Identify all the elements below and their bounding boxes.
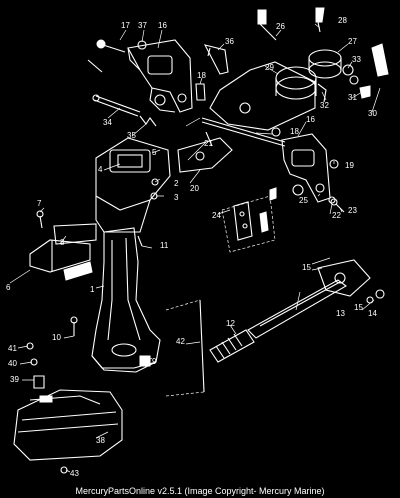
screw-2 (151, 178, 159, 186)
callout-27: 27 (348, 37, 357, 46)
grease-fitting-28 (315, 7, 325, 33)
callout-5: 5 (152, 148, 157, 157)
tab-wedge (63, 261, 93, 281)
swivel-bracket-right (281, 133, 331, 203)
swivel-housing-4 (95, 137, 171, 233)
screw-9 (139, 355, 151, 367)
callout-4: 4 (98, 165, 103, 174)
callout-18: 18 (197, 71, 206, 80)
bolt-36 (203, 44, 229, 75)
grip-12 (209, 329, 255, 363)
callout-1: 1 (90, 285, 95, 294)
callout-15b: 15 (354, 303, 363, 312)
callout-32: 32 (320, 101, 329, 110)
lower-cowl-38 (13, 389, 123, 461)
bolt-17 (96, 39, 126, 53)
callout-22: 22 (332, 211, 341, 220)
callout-40: 40 (8, 359, 17, 368)
callout-20: 20 (190, 184, 199, 193)
bushing-18b (271, 127, 281, 137)
rod-34 (87, 59, 141, 117)
callout-2: 2 (174, 179, 179, 188)
callout-31: 31 (348, 93, 357, 102)
callout-17: 17 (121, 21, 130, 30)
callout-8: 8 (60, 238, 65, 247)
callout-42: 42 (176, 337, 185, 346)
plug-39 (33, 375, 45, 389)
callout-33: 33 (352, 55, 361, 64)
knob-31 (359, 85, 371, 99)
pin-11 (137, 235, 143, 247)
screw-32 (317, 83, 327, 103)
leader-lines (9, 23, 381, 473)
callout-13: 13 (336, 309, 345, 318)
handle-bracket-15 (317, 259, 371, 297)
callout-labels: 17 37 16 36 26 28 27 33 31 30 32 29 18 3… (6, 16, 377, 478)
callout-38: 38 (96, 436, 105, 445)
callout-16b: 16 (306, 115, 315, 124)
bushing-18 (195, 83, 206, 101)
callout-30: 30 (368, 109, 377, 118)
callout-41: 41 (8, 344, 17, 353)
callout-6: 6 (6, 283, 11, 292)
pin-42 (165, 299, 205, 397)
spring-35 (139, 115, 157, 127)
callout-3: 3 (174, 193, 179, 202)
callout-29: 29 (265, 63, 274, 72)
callout-28: 28 (338, 16, 347, 25)
callout-23: 23 (348, 206, 357, 215)
callout-15: 15 (302, 263, 311, 272)
callout-11: 11 (160, 241, 169, 250)
callout-18b: 18 (290, 127, 299, 136)
tilt-tube-clamp-27 (308, 49, 342, 79)
tilt-tube-29 (209, 61, 317, 131)
friction-bracket-20 (177, 137, 233, 173)
swivel-bracket-left (127, 39, 193, 113)
callout-10: 10 (52, 333, 61, 342)
screw-10 (70, 316, 78, 336)
callout-34: 34 (103, 118, 112, 127)
callout-14: 14 (368, 309, 377, 318)
tilt-pin (201, 117, 286, 147)
callout-39: 39 (10, 375, 19, 384)
screw-7 (36, 210, 44, 229)
grease-fitting-26 (257, 9, 277, 41)
callout-35: 35 (127, 131, 136, 140)
nut-33 (342, 64, 359, 85)
callout-36: 36 (225, 37, 234, 46)
tilt-lever-24 (221, 187, 277, 253)
nut-22 (328, 196, 336, 204)
callout-12: 12 (226, 319, 235, 328)
callout-24: 24 (212, 211, 221, 220)
screw-43 (60, 466, 68, 474)
callout-37: 37 (138, 21, 147, 30)
pin-21 (205, 131, 213, 147)
callout-43: 43 (70, 469, 79, 478)
bracket-8 (53, 223, 97, 245)
callout-9: 9 (152, 357, 157, 366)
callout-26: 26 (276, 22, 285, 31)
bracket-6 (29, 239, 91, 273)
screw-14 (366, 289, 385, 304)
screw-19 (329, 159, 339, 169)
grease-fitting-30 (371, 43, 389, 77)
callout-19: 19 (345, 161, 354, 170)
callout-25: 25 (299, 196, 308, 205)
steering-handle-13 (247, 279, 347, 339)
copyright-footer: MercuryPartsOnline v2.5.1 (Image Copyrig… (75, 486, 325, 496)
callout-16: 16 (158, 21, 167, 30)
callout-21: 21 (204, 139, 213, 148)
driveshaft-housing-1 (91, 227, 161, 373)
callout-7: 7 (37, 199, 42, 208)
